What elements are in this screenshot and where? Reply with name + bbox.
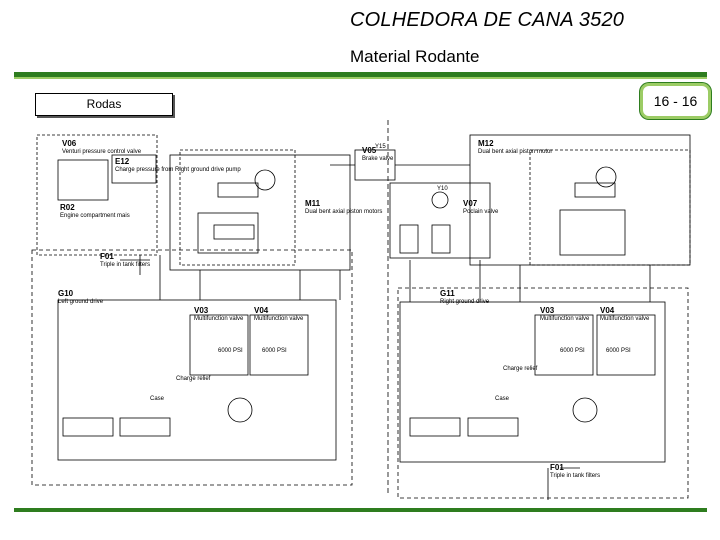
m12-description: Dual bent axial piston motor	[478, 149, 552, 155]
v04-left-label: V04	[254, 306, 269, 315]
section-label: Rodas	[35, 93, 173, 116]
header-rule-accent	[14, 77, 707, 79]
e12-description: Charge pressure from Right ground drive …	[115, 167, 241, 173]
v06-valve-box	[57, 159, 109, 201]
v03-right-box	[534, 314, 594, 376]
v07-description: Poclain valve	[463, 209, 499, 215]
g11-block-outline	[397, 287, 689, 499]
case-drain-right: Case	[495, 396, 510, 402]
f01-right-description: Triple in tank filters	[550, 473, 600, 479]
g10-pump-symbol	[227, 397, 253, 423]
f01-left-label: F01	[100, 252, 114, 261]
v03-left-description: Multifunction valve	[194, 316, 244, 322]
f01-right-label: F01	[550, 463, 564, 472]
y10-label: Y10	[437, 186, 448, 192]
v03-left-pressure: 6000 PSI	[218, 348, 243, 354]
charge-relief-left: Charge relief	[176, 376, 211, 382]
v03-right-pressure: 6000 PSI	[560, 348, 585, 354]
v05-description: Brake valve	[362, 156, 394, 162]
v07-label: V07	[463, 199, 478, 208]
m11-description: Dual bent axial piston motors	[305, 209, 382, 215]
v03-left-label: V03	[194, 306, 209, 315]
g11-label: G11	[440, 289, 455, 298]
v03-right-description: Multifunction valve	[540, 316, 590, 322]
v04-left-pressure: 6000 PSI	[262, 348, 287, 354]
v06-label: V06	[62, 139, 77, 148]
footer-rule	[14, 508, 707, 512]
g11-description: Right ground drive	[440, 299, 490, 305]
header-rule	[14, 72, 707, 77]
m11-valve-box	[197, 212, 259, 254]
case-drain-left: Case	[150, 396, 165, 402]
v04-left-description: Multifunction valve	[254, 316, 304, 322]
page-number-badge: 16 - 16	[640, 83, 711, 119]
document-title: COLHEDORA DE CANA 3520	[350, 9, 625, 31]
m12-valve-box	[559, 209, 626, 256]
v07-symbol	[431, 191, 449, 209]
g10-description: Left ground drive	[58, 299, 104, 305]
v06-block-outline	[36, 134, 158, 256]
g10-label: G10	[58, 289, 74, 298]
m12-motor-symbol	[595, 166, 617, 188]
v07-block-outline	[389, 182, 491, 259]
v04-right-box	[596, 314, 656, 376]
v04-left-box	[249, 314, 309, 376]
v04-right-label: V04	[600, 306, 615, 315]
m11-motor-symbol	[254, 169, 276, 191]
m11-label: M11	[305, 199, 321, 208]
g11-pump-symbol	[572, 397, 598, 423]
g11-pump-outline	[399, 301, 666, 463]
r02-description: Engine compartment mais	[60, 213, 130, 219]
m12-label: M12	[478, 139, 494, 148]
r02-label: R02	[60, 203, 75, 212]
e12-label: E12	[115, 157, 130, 166]
g10-pump-outline	[57, 299, 337, 461]
v06-description: Venturi pressure control valve	[62, 149, 142, 155]
v03-right-label: V03	[540, 306, 555, 315]
y15-label: Y15	[375, 144, 386, 150]
v04-right-pressure: 6000 PSI	[606, 348, 631, 354]
g10-block-outline	[31, 249, 353, 486]
charge-relief-right: Charge relief	[503, 366, 538, 372]
f01-left-description: Triple in tank filters	[100, 262, 150, 268]
e12-box	[111, 154, 157, 184]
m11-block-outline	[169, 154, 351, 271]
v05-label: V05	[362, 146, 377, 155]
document-subtitle: Material Rodante	[350, 47, 480, 66]
v03-left-box	[189, 314, 249, 376]
v04-right-description: Multifunction valve	[600, 316, 650, 322]
